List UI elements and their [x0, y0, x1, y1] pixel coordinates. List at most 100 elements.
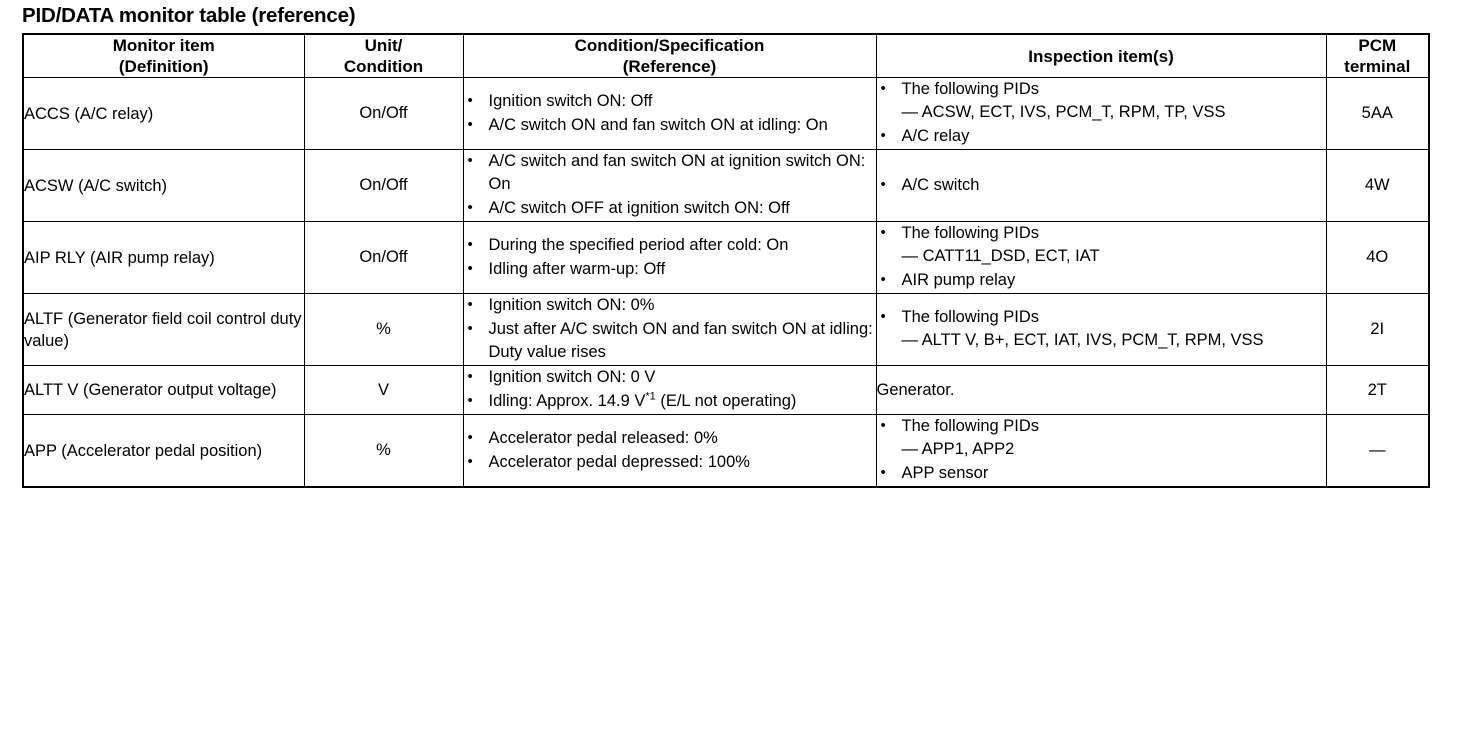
cell-monitor-item: ALTT V (Generator output voltage) — [22, 365, 305, 415]
cell-inspection-items: The following PIDs — ALTT V, B+, ECT, IAT… — [875, 293, 1327, 366]
column-header-monitor-item: Monitor item (Definition) — [22, 33, 305, 78]
inspection-list-item: The following PIDs — ACSW, ECT, IVS, PCM_… — [877, 77, 1326, 124]
cell-monitor-item: ACCS (A/C relay) — [22, 77, 305, 150]
cell-unit-condition: V — [303, 365, 464, 415]
inspection-text: A/C switch — [901, 175, 980, 194]
inspection-text: The following PIDs — [901, 80, 1040, 98]
page-title: PID/DATA monitor table (reference) — [22, 4, 356, 27]
condition-list: During the specified period after cold: … — [464, 233, 876, 281]
cell-unit-condition: On/Off — [303, 149, 464, 222]
cell-inspection-items: A/C switch — [875, 149, 1327, 222]
condition-list-item: Ignition switch ON: Off — [464, 89, 876, 113]
condition-list-item: A/C switch and fan switch ON at ignition… — [464, 149, 876, 196]
inspection-list-item: The following PIDs— CATT11_DSD, ECT, IAT — [877, 221, 1326, 268]
cell-pcm-terminal: — — [1325, 414, 1430, 488]
condition-text: A/C switch and fan switch ON at ignition… — [488, 152, 866, 193]
condition-list-item: Accelerator pedal released: 0% — [464, 426, 876, 450]
column-header-inspection-items: Inspection item(s) — [875, 33, 1327, 78]
condition-list-item: A/C switch OFF at ignition switch ON: Of… — [464, 196, 876, 220]
cell-inspection-items: Generator. — [875, 365, 1327, 415]
inspection-plain-text: Generator. — [876, 380, 955, 399]
inspection-text: APP sensor — [901, 464, 989, 482]
cell-inspection-items: The following PIDs — ACSW, ECT, IVS, PCM_… — [875, 77, 1327, 150]
column-header-condition-line2: (Reference) — [622, 57, 717, 76]
cell-pcm-terminal: 5AA — [1325, 77, 1430, 150]
cell-condition-specification: A/C switch and fan switch ON at ignition… — [462, 149, 877, 222]
column-header-condition-specification: Condition/Specification (Reference) — [462, 33, 877, 78]
condition-list: Ignition switch ON: OffA/C switch ON and… — [464, 89, 876, 137]
cell-condition-specification: Ignition switch ON: OffA/C switch ON and… — [462, 77, 877, 150]
inspection-text: The following PIDs — [901, 417, 1040, 435]
cell-condition-specification: Ignition switch ON: 0 V Idling: Approx. 1… — [462, 365, 877, 415]
condition-text: Ignition switch ON: Off — [488, 91, 653, 110]
cell-monitor-item: ACSW (A/C switch) — [22, 149, 305, 222]
inspection-text: The following PIDs — [901, 308, 1040, 326]
column-header-monitor-item-line2: (Definition) — [118, 57, 209, 76]
condition-list-item: A/C switch ON and fan switch ON at idlin… — [464, 113, 876, 137]
column-header-pcm-terminal: PCM terminal — [1325, 33, 1430, 78]
cell-condition-specification: During the specified period after cold: … — [462, 221, 877, 294]
condition-text-after-note: (E/L not operating) — [655, 392, 797, 410]
pid-data-monitor-table: Monitor item (Definition) Unit/ Conditio… — [22, 33, 1430, 488]
table-row: ACSW (A/C switch)On/Off A/C switch and fa… — [22, 149, 1430, 222]
inspection-list: The following PIDs — ACSW, ECT, IVS, PCM_… — [877, 77, 1326, 148]
footnote-marker: *1 — [645, 390, 656, 403]
condition-text-before-note: Idling: Approx. 14.9 V — [488, 392, 646, 410]
condition-list: Ignition switch ON: 0% Just after A/C swi… — [464, 293, 876, 364]
condition-list-item: Ignition switch ON: 0 V — [464, 365, 876, 389]
cell-pcm-terminal: 4W — [1325, 149, 1430, 222]
cell-inspection-items: The following PIDs — APP1, APP2APP sensor — [875, 414, 1327, 488]
condition-text: During the specified period after cold: … — [488, 235, 789, 254]
table-row: ALTF (Generator field coil control duty … — [22, 293, 1430, 366]
inspection-sub-text: — CATT11_DSD, ECT, IAT — [901, 247, 1100, 265]
column-header-unit-line2: Condition — [343, 57, 424, 76]
condition-text: A/C switch ON and fan switch ON at idlin… — [488, 115, 828, 134]
inspection-list-item: The following PIDs — APP1, APP2 — [877, 414, 1326, 461]
cell-unit-condition: % — [303, 414, 464, 488]
table-row: ALTT V (Generator output voltage)VIgniti… — [22, 365, 1430, 415]
column-header-monitor-item-line1: Monitor item — [112, 36, 215, 55]
cell-unit-condition: On/Off — [303, 77, 464, 150]
inspection-list: A/C switch — [877, 173, 1326, 197]
cell-unit-condition: % — [303, 293, 464, 366]
inspection-sub-text: — ACSW, ECT, IVS, PCM_T, RPM, TP, VSS — [901, 103, 1226, 121]
condition-text: Ignition switch ON: 0% — [488, 296, 655, 314]
cell-pcm-terminal: 2I — [1325, 293, 1430, 366]
cell-monitor-item: AIP RLY (AIR pump relay) — [22, 221, 305, 294]
table-row: AIP RLY (AIR pump relay)On/OffDuring the… — [22, 221, 1430, 294]
condition-list-item: During the specified period after cold: … — [464, 233, 876, 257]
condition-list-item: Ignition switch ON: 0% — [464, 293, 876, 317]
condition-text: Just after A/C switch ON and fan switch … — [488, 320, 873, 361]
table-body: ACCS (A/C relay)On/OffIgnition switch ON… — [22, 77, 1430, 488]
condition-text: A/C switch OFF at ignition switch ON: Of… — [488, 199, 790, 217]
inspection-list-item: AIR pump relay — [877, 268, 1326, 292]
condition-list: Ignition switch ON: 0 V Idling: Approx. 1… — [464, 365, 876, 413]
cell-monitor-item: ALTF (Generator field coil control duty … — [22, 293, 305, 366]
pid-data-monitor-table-container: Monitor item (Definition) Unit/ Conditio… — [22, 33, 1430, 488]
condition-text: Accelerator pedal released: 0% — [488, 428, 718, 447]
condition-list: A/C switch and fan switch ON at ignition… — [464, 149, 876, 220]
condition-text: Accelerator pedal depressed: 100% — [488, 452, 750, 471]
inspection-list: The following PIDs— CATT11_DSD, ECT, IAT… — [877, 221, 1326, 292]
cell-inspection-items: The following PIDs— CATT11_DSD, ECT, IAT… — [875, 221, 1327, 294]
inspection-list-item: A/C switch — [877, 173, 1326, 197]
cell-pcm-terminal: 4O — [1325, 221, 1430, 294]
inspection-list-item: A/C relay — [877, 124, 1326, 148]
column-header-unit-line1: Unit/ — [364, 36, 403, 55]
column-header-inspection-label: Inspection item(s) — [1028, 46, 1174, 66]
inspection-list: The following PIDs — APP1, APP2APP sensor — [877, 414, 1326, 485]
inspection-text: A/C relay — [901, 127, 970, 145]
inspection-list-item: APP sensor — [877, 461, 1326, 485]
inspection-text: AIR pump relay — [901, 271, 1016, 289]
condition-list-item: Just after A/C switch ON and fan switch … — [464, 317, 876, 364]
inspection-sub-text: — ALTT V, B+, ECT, IAT, IVS, PCM_T, RPM,… — [901, 331, 1264, 349]
cell-monitor-item: APP (Accelerator pedal position) — [22, 414, 305, 488]
table-header: Monitor item (Definition) Unit/ Conditio… — [22, 33, 1430, 78]
condition-list-item: Idling after warm-up: Off — [464, 257, 876, 281]
condition-list-item: Accelerator pedal depressed: 100% — [464, 450, 876, 474]
table-row: APP (Accelerator pedal position)% Acceler… — [22, 414, 1430, 488]
column-header-condition-line1: Condition/Specification — [574, 36, 765, 55]
condition-text: Ignition switch ON: 0 V — [488, 368, 656, 386]
inspection-sub-text: — APP1, APP2 — [901, 440, 1015, 458]
